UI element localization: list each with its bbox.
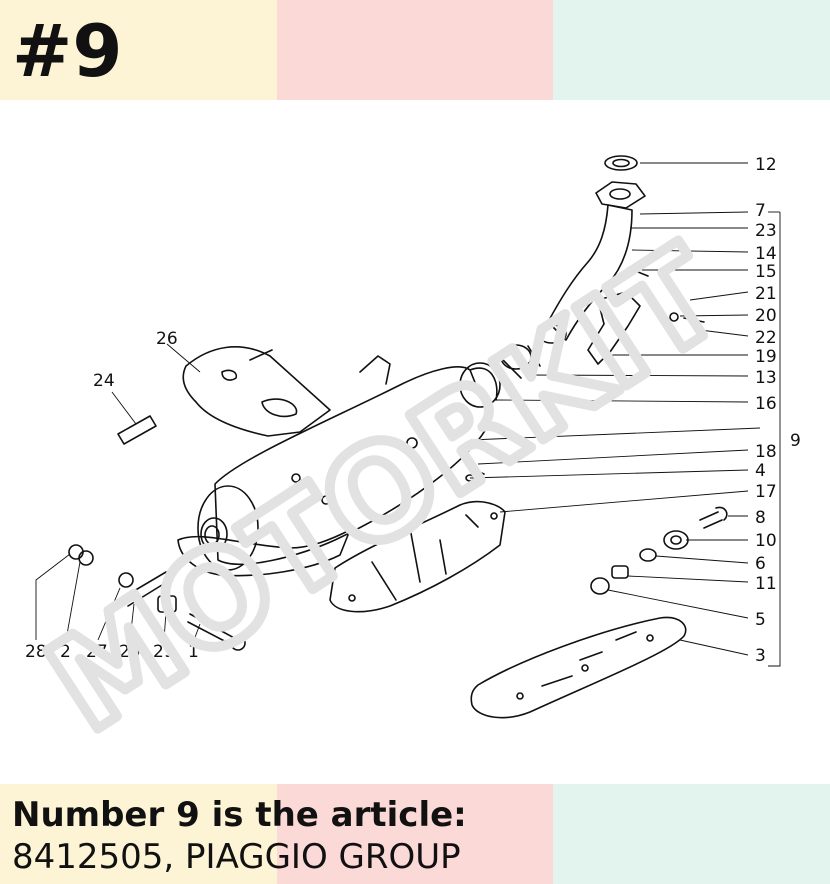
callout-7: 7	[755, 201, 766, 221]
rubber-washer	[663, 530, 689, 550]
footer-band-yellow	[0, 784, 277, 884]
callout-12: 12	[755, 155, 777, 175]
callout-5: 5	[755, 610, 766, 630]
muffler-support-bracket	[329, 500, 506, 613]
callout-25: 25	[119, 642, 141, 662]
heat-guard-bracket	[182, 346, 331, 437]
gasket-ring	[604, 155, 638, 171]
callout-18: 18	[755, 442, 777, 462]
footer-band-pink	[277, 784, 553, 884]
callout-17: 17	[755, 482, 777, 502]
callout-26: 26	[156, 329, 178, 349]
spacer	[611, 565, 629, 579]
muffler-end-cap	[197, 485, 259, 571]
watermark-text: MOTORKIT	[24, 219, 747, 761]
callout-14: 14	[755, 244, 777, 264]
pin	[117, 415, 157, 445]
callout-1: 1	[188, 642, 199, 662]
callout-29: 29	[153, 642, 175, 662]
callout-20: 20	[755, 306, 777, 326]
exhaust-exploded-diagram: 12 7 23 14 15 21 20 22 19 13 16 9 18 4 1…	[19, 155, 801, 766]
callout-2: 2	[60, 642, 71, 662]
footer-band-mint	[553, 784, 830, 884]
watermark-logo: MOTORKIT	[19, 214, 752, 766]
callout-19: 19	[755, 347, 777, 367]
header-band-mint	[553, 0, 830, 100]
callout-27: 27	[86, 642, 108, 662]
manifold-flange	[595, 181, 646, 209]
footer-band	[0, 784, 830, 884]
callout-13: 13	[755, 368, 777, 388]
callout-3: 3	[755, 646, 766, 666]
callout-11: 11	[755, 574, 777, 594]
manifold-pipe	[547, 204, 633, 341]
callout-6: 6	[755, 554, 766, 574]
callout-4: 4	[755, 461, 766, 481]
footer-detail: 8412505, PIAGGIO GROUP	[12, 837, 461, 877]
callout-24: 24	[93, 371, 115, 391]
callout-23: 23	[755, 221, 777, 241]
muffler-inlet	[459, 362, 501, 408]
muffler-body	[214, 366, 491, 565]
callout-28: 28	[25, 642, 47, 662]
callout-10: 10	[755, 531, 777, 551]
callout-8: 8	[755, 508, 766, 528]
lower-shield	[177, 529, 351, 577]
callout-22: 22	[755, 328, 777, 348]
part-number-heading: #9	[12, 9, 123, 93]
callout-16: 16	[755, 394, 777, 414]
footer-title: Number 9 is the article:	[12, 795, 467, 835]
callout-15: 15	[755, 262, 777, 282]
header-band-yellow	[0, 0, 277, 100]
header-band	[0, 0, 830, 100]
bottom-guard-plate	[470, 616, 687, 719]
callout-9: 9	[790, 431, 801, 451]
pipe-heat-shield	[587, 291, 641, 365]
callout-21: 21	[755, 284, 777, 304]
header-band-pink	[277, 0, 553, 100]
